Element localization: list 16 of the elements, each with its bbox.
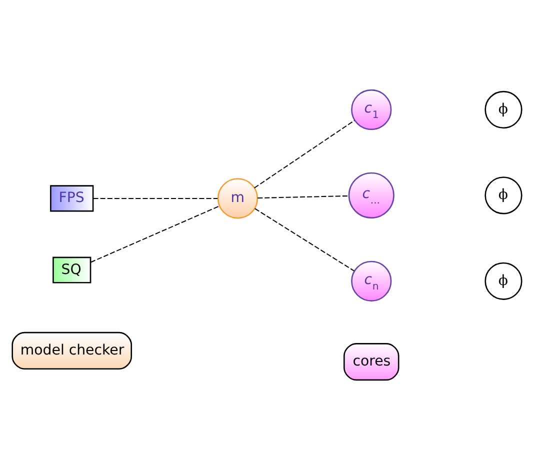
legend-label: model checker (20, 342, 124, 358)
node-circle: ϕ (484, 262, 522, 300)
connector (93, 198, 218, 199)
connector (254, 120, 355, 188)
node-circle: ϕ (484, 90, 522, 128)
connector (254, 208, 354, 272)
connector (258, 195, 349, 199)
connector (90, 206, 220, 263)
node-box: FPS (50, 185, 94, 212)
node-circle: c$_{n}$ (351, 260, 392, 302)
node-circle: c$_{...}$ (348, 172, 394, 218)
legend-label: cores (352, 354, 391, 370)
node-circle: ϕ (484, 176, 522, 214)
node-box: SQ (52, 256, 92, 284)
node-circle: c$_{1}$ (351, 89, 392, 130)
node-circle: m (217, 178, 258, 219)
